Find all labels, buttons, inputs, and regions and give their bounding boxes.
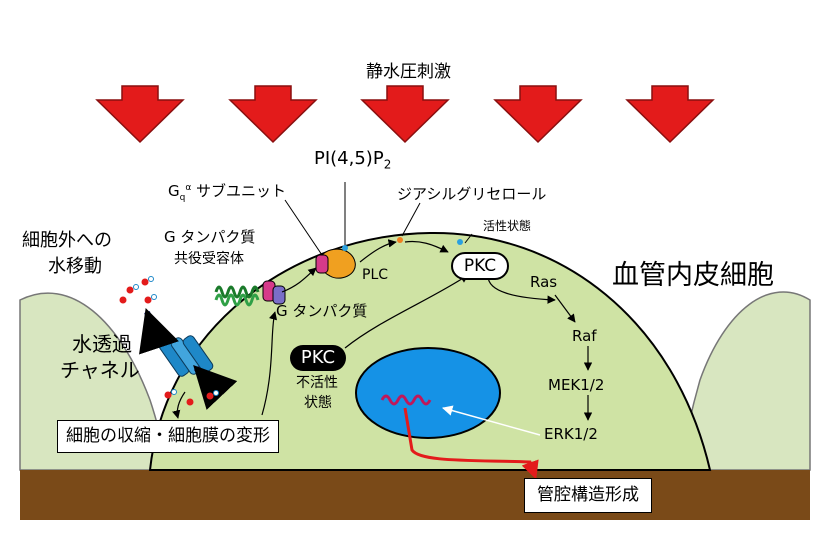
water-out-label-2: 水移動 xyxy=(48,256,102,277)
pointer-active xyxy=(464,233,473,244)
gpcr-label-2: 共役受容体 xyxy=(174,251,244,267)
mek-label: MEK1/2 xyxy=(548,376,605,394)
arrow-dag-pkc xyxy=(404,240,449,253)
arrow-gprotein-plc xyxy=(281,267,317,293)
pointer-dag xyxy=(401,202,421,237)
inactive-label: 不活性 xyxy=(296,375,338,391)
gq-subunit-label: Gqα サブユニット xyxy=(168,184,286,203)
gq-main: G xyxy=(168,182,180,200)
g-protein-beta xyxy=(272,285,286,305)
pkc-inactive: PKC xyxy=(290,345,346,371)
gq-rest: サブユニット xyxy=(191,182,287,200)
pkc-active: PKC xyxy=(451,252,509,280)
arrow-channel-contraction xyxy=(172,391,186,419)
cell-label: 血管内皮細胞 xyxy=(612,260,774,291)
dag-marker-2 xyxy=(457,239,463,245)
pip2-label: PI(4,5)P2 xyxy=(314,150,391,171)
dag-label: ジアシルグリセロール xyxy=(397,185,547,203)
pressure-arrow-4 xyxy=(493,85,583,144)
tube-formation-box: 管腔構造形成 xyxy=(524,478,652,513)
arrow-erk-nucleus xyxy=(441,405,541,436)
arrow-inactive-active-pkc xyxy=(344,274,469,349)
water-arrow-channel xyxy=(193,364,238,410)
erk-label: ERK1/2 xyxy=(544,425,598,443)
active-state-label: 活性状態 xyxy=(483,219,532,233)
pressure-arrow-2 xyxy=(228,85,318,144)
pressure-arrow-3 xyxy=(360,85,450,144)
gene-helix xyxy=(380,394,432,406)
gq-sup: α xyxy=(185,183,192,193)
plc-label: PLC xyxy=(362,267,389,283)
diagram-title: 静水圧刺激 xyxy=(366,62,451,82)
gpcr-coil xyxy=(214,285,260,299)
arrow-pkc-ras xyxy=(487,275,556,304)
contraction-box: 細胞の収縮・細胞膜の変形 xyxy=(57,420,279,453)
inactive-label-2: 状態 xyxy=(304,395,332,411)
water-arrow-up xyxy=(139,308,179,355)
channel-label: 水透過 xyxy=(72,332,132,356)
gq-sub: q xyxy=(179,193,186,203)
arrow-contraction-gprotein xyxy=(261,311,278,416)
pip2-marker xyxy=(342,245,348,251)
water-molecules xyxy=(119,276,219,406)
g-protein-label: G タンパク質 xyxy=(276,302,368,320)
pip2-main: PI(4,5)P xyxy=(314,148,384,169)
pip2-sub: 2 xyxy=(383,157,392,172)
pointer-gq xyxy=(284,199,323,256)
arrow-plc-dag xyxy=(359,239,397,263)
water-out-label: 細胞外への xyxy=(22,230,112,251)
arrow-ras-raf xyxy=(554,294,576,323)
gpcr-label: G タンパク質 xyxy=(164,228,256,246)
dag-marker xyxy=(397,237,403,243)
pressure-arrows xyxy=(95,85,715,144)
raf-label: Raf xyxy=(572,327,597,345)
arrow-gene-tube xyxy=(403,407,539,480)
nucleus xyxy=(355,347,501,439)
ras-label: Ras xyxy=(530,273,558,291)
pressure-arrow-1 xyxy=(95,85,185,144)
gq-subunit xyxy=(315,254,329,274)
pressure-arrow-5 xyxy=(625,85,715,144)
gpcr-coil-2 xyxy=(214,293,260,307)
substrate xyxy=(20,470,810,520)
channel-label-2: チャネル xyxy=(60,358,140,382)
